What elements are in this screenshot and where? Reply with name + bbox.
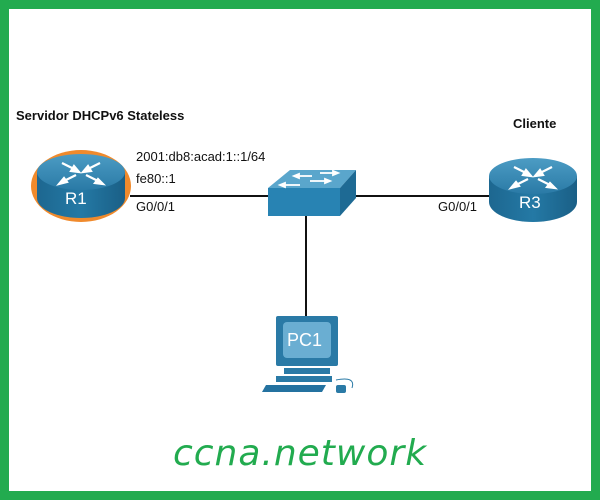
title-dhcpv6-server: Servidor DHCPv6 Stateless	[16, 108, 185, 123]
router-r3[interactable]	[489, 158, 577, 222]
r3-interface: G0/0/1	[438, 199, 478, 214]
switch-arrows-icon	[277, 169, 341, 189]
router-r1[interactable]	[31, 150, 131, 222]
switch[interactable]	[268, 169, 356, 216]
router-arrows-icon	[507, 166, 559, 190]
brand-watermark: ccna.network	[172, 433, 428, 474]
router-arrows-icon	[55, 162, 107, 186]
pc1[interactable]	[262, 316, 354, 393]
title-client: Cliente	[513, 116, 557, 131]
r1-ipv6-global: 2001:db8:acad:1::1/64	[136, 149, 266, 164]
r1-interface: G0/0/1	[136, 199, 176, 214]
r1-ipv6-link-local: fe80::1	[136, 171, 176, 186]
pc1-label: PC1	[287, 330, 323, 350]
r3-label: R3	[519, 193, 541, 212]
r1-label: R1	[65, 189, 87, 208]
